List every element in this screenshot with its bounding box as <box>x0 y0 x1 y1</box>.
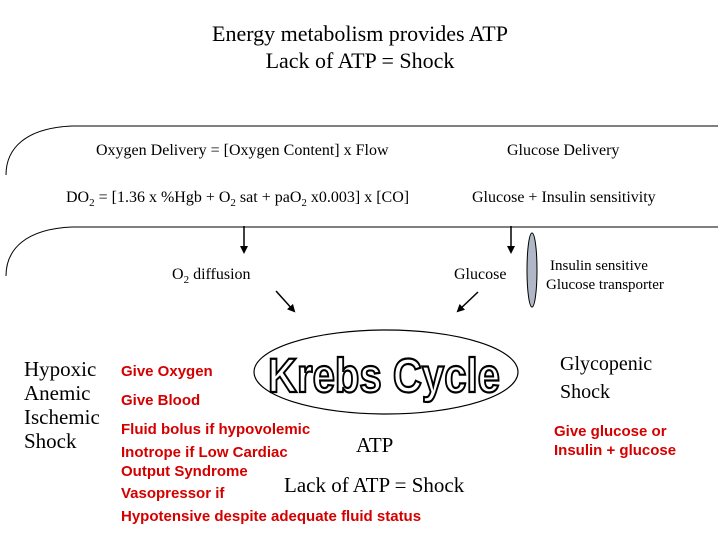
o2-part-b: diffusion <box>189 266 251 283</box>
lack-of-atp-label: Lack of ATP = Shock <box>284 473 465 497</box>
arrow-glucose-to-krebs <box>456 291 479 313</box>
glucose-label: Glucose <box>454 266 507 283</box>
shock-type-ischemic: Ischemic <box>24 405 100 429</box>
glycopenic-line-1: Glycopenic <box>560 353 653 375</box>
glucose-delivery-label: Glucose Delivery <box>507 142 620 159</box>
oxygen-delivery-label: Oxygen Delivery = [Oxygen Content] x Flo… <box>96 142 389 159</box>
krebs-cycle-text: Krebs Cycle <box>268 350 500 403</box>
transporter-line-1: Insulin sensitive <box>550 258 648 274</box>
glucose-insulin-label: Glucose + Insulin sensitivity <box>472 189 656 206</box>
o2-sub: 2 <box>183 274 190 287</box>
glycopenic-shock: Glycopenic Shock <box>560 350 652 406</box>
insulin-transporter-label: Insulin sensitive Glucose transporter <box>546 257 664 295</box>
glucose-treatment-line-2: Insulin + glucose <box>554 442 677 459</box>
eq-part-c: sat + paO <box>235 189 302 206</box>
shock-type-anemic: Anemic <box>24 381 91 405</box>
glucose-treatment: Give glucose or Insulin + glucose <box>554 422 676 460</box>
glucose-treatment-line-1: Give glucose or <box>554 423 667 440</box>
title-line-2: Lack of ATP = Shock <box>265 48 455 73</box>
upper-bracket <box>5 125 718 176</box>
eq-sub-a: 2 <box>89 197 95 210</box>
treatment-vasopressor: Vasopressor if <box>121 485 225 502</box>
o2-part-a: O <box>172 266 184 283</box>
treatment-hypotensive: Hypotensive despite adequate fluid statu… <box>121 508 422 525</box>
mitochondrion-oval <box>253 329 519 415</box>
eq-sub-b: 2 <box>230 197 236 210</box>
shock-type-shock: Shock <box>24 429 77 453</box>
treatment-give-oxygen: Give Oxygen <box>121 363 213 380</box>
page-title: Energy metabolism provides ATP Lack of A… <box>0 20 720 74</box>
do2-equation: DO2 = [1.36 x %Hgb + O2 sat + paO2 x0.00… <box>66 189 409 209</box>
eq-part-a: DO <box>66 189 90 206</box>
lower-bracket <box>5 226 718 277</box>
atp-label: ATP <box>356 433 394 457</box>
glycopenic-line-2: Shock <box>560 381 610 403</box>
eq-part-b: = [1.36 x %Hgb + O <box>94 189 231 206</box>
o2-diffusion-label: O2 diffusion <box>172 266 251 286</box>
transporter-ellipse <box>526 232 538 308</box>
eq-sub-c: 2 <box>301 197 307 210</box>
treatment-inotrope: Inotrope if Low Cardiac <box>121 444 288 461</box>
eq-part-d: x0.003] x [CO] <box>306 189 410 206</box>
transporter-line-2: Glucose transporter <box>546 277 664 293</box>
treatment-fluid-bolus: Fluid bolus if hypovolemic <box>121 421 311 438</box>
shock-types: Hypoxic Anemic Ischemic Shock <box>24 357 100 453</box>
arrow-o2-to-krebs <box>275 290 296 313</box>
treatment-output-syndrome: Output Syndrome <box>121 463 248 480</box>
treatment-give-blood: Give Blood <box>121 392 201 409</box>
shock-type-hypoxic: Hypoxic <box>24 357 97 381</box>
title-line-1: Energy metabolism provides ATP <box>212 21 508 46</box>
